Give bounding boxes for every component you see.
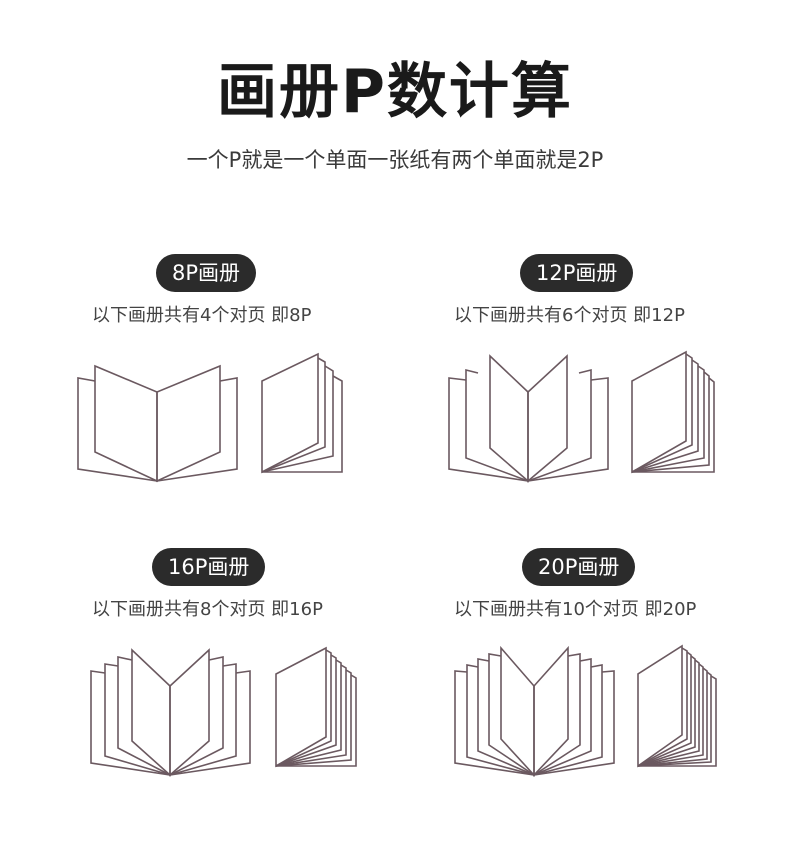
desc-20p: 以下画册共有10个对页 即20P [454,599,697,620]
open-book-20p-icon [454,645,615,778]
fanned-book-16p-icon [275,646,357,768]
page-title: 画册P数计算 [217,57,573,127]
desc-8p: 以下画册共有4个对页 即8P [92,305,312,326]
badge-12p: 12P画册 [520,254,634,292]
desc-12p: 以下画册共有6个对页 即12P [454,305,685,326]
open-book-16p-icon [90,648,251,777]
badge-16p: 16P画册 [152,548,266,586]
open-book-12p-icon [448,354,609,483]
open-book-8p-icon [77,364,238,483]
desc-16p: 以下画册共有8个对页 即16P [92,599,323,620]
badge-20p: 20P画册 [522,548,636,586]
fanned-book-12p-icon [631,350,715,474]
badge-8p: 8P画册 [156,254,257,292]
page-subtitle: 一个P就是一个单面一张纸有两个单面就是2P [186,148,604,172]
fanned-book-8p-icon [261,352,343,474]
fanned-book-20p-icon [637,644,717,768]
